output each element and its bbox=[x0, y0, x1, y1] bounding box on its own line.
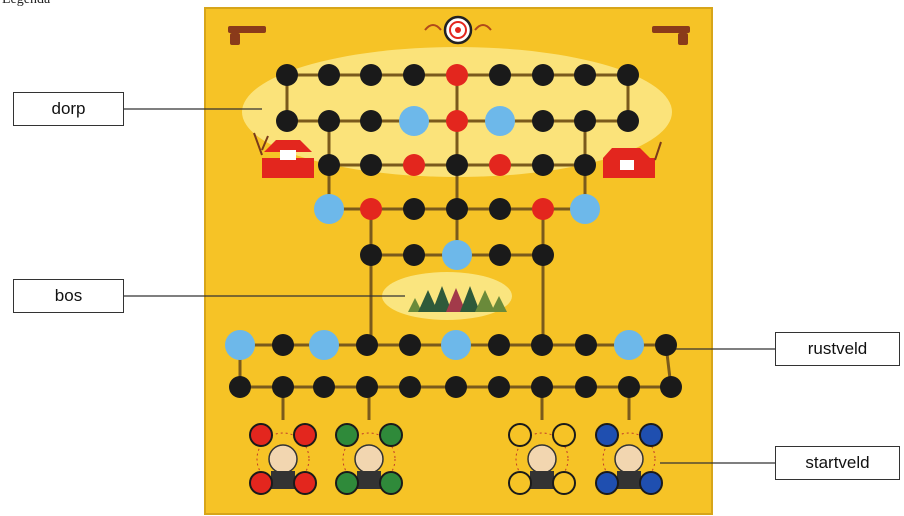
character-icon bbox=[528, 445, 556, 473]
rest-field bbox=[614, 330, 644, 360]
board-field bbox=[532, 64, 554, 86]
board-field bbox=[488, 334, 510, 356]
start-pawn bbox=[250, 472, 272, 494]
board-field bbox=[318, 64, 340, 86]
board-field bbox=[575, 334, 597, 356]
character-icon bbox=[355, 445, 383, 473]
rest-field bbox=[314, 194, 344, 224]
character-icon bbox=[269, 445, 297, 473]
board-field bbox=[276, 110, 298, 132]
board-field bbox=[531, 334, 553, 356]
label-bos: bos bbox=[13, 279, 124, 313]
start-pawn bbox=[596, 424, 618, 446]
board-field bbox=[229, 376, 251, 398]
board-field bbox=[488, 376, 510, 398]
board-field bbox=[532, 110, 554, 132]
board-field bbox=[574, 110, 596, 132]
label-rustveld: rustveld bbox=[775, 332, 900, 366]
start-pawn bbox=[294, 424, 316, 446]
start-pawn bbox=[553, 472, 575, 494]
start-pawn bbox=[640, 472, 662, 494]
rest-field bbox=[570, 194, 600, 224]
board-field bbox=[272, 376, 294, 398]
board-field bbox=[399, 376, 421, 398]
rest-field bbox=[399, 106, 429, 136]
label-dorp: dorp bbox=[13, 92, 124, 126]
start-pawn bbox=[596, 472, 618, 494]
board-field bbox=[360, 154, 382, 176]
start-pawn bbox=[336, 424, 358, 446]
board-field bbox=[531, 376, 553, 398]
board-field bbox=[360, 64, 382, 86]
label-startveld: startveld bbox=[775, 446, 900, 480]
start-pawn bbox=[509, 472, 531, 494]
rest-field bbox=[309, 330, 339, 360]
board-field bbox=[617, 110, 639, 132]
board-field bbox=[617, 64, 639, 86]
board-field bbox=[446, 110, 468, 132]
board-field bbox=[575, 376, 597, 398]
rest-field bbox=[442, 240, 472, 270]
board-field bbox=[532, 244, 554, 266]
start-pawn bbox=[553, 424, 575, 446]
board-field bbox=[446, 198, 468, 220]
board-field bbox=[403, 154, 425, 176]
board-field bbox=[618, 376, 640, 398]
start-pawn bbox=[294, 472, 316, 494]
board-field bbox=[446, 64, 468, 86]
board-field bbox=[318, 110, 340, 132]
board-field bbox=[489, 244, 511, 266]
start-pawn bbox=[250, 424, 272, 446]
start-pawn bbox=[336, 472, 358, 494]
character-icon bbox=[615, 445, 643, 473]
board-field bbox=[356, 334, 378, 356]
board-field bbox=[360, 110, 382, 132]
rest-field bbox=[485, 106, 515, 136]
board-field bbox=[399, 334, 421, 356]
board-field bbox=[356, 376, 378, 398]
board-field bbox=[272, 334, 294, 356]
board-field bbox=[313, 376, 335, 398]
rest-field bbox=[441, 330, 471, 360]
board-field bbox=[489, 64, 511, 86]
board-field bbox=[574, 64, 596, 86]
board-field bbox=[655, 334, 677, 356]
board-field bbox=[276, 64, 298, 86]
board-field bbox=[446, 154, 468, 176]
board-field bbox=[445, 376, 467, 398]
board-field bbox=[489, 198, 511, 220]
rest-field bbox=[225, 330, 255, 360]
board-field bbox=[318, 154, 340, 176]
start-pawn bbox=[380, 424, 402, 446]
start-pawn bbox=[509, 424, 531, 446]
board-field bbox=[403, 64, 425, 86]
start-pawn bbox=[640, 424, 662, 446]
board-field bbox=[660, 376, 682, 398]
board-field bbox=[360, 244, 382, 266]
board-field bbox=[403, 244, 425, 266]
board-field bbox=[532, 154, 554, 176]
board-field bbox=[532, 198, 554, 220]
board-field bbox=[489, 154, 511, 176]
board-field bbox=[360, 198, 382, 220]
board-field bbox=[574, 154, 596, 176]
start-pawn bbox=[380, 472, 402, 494]
board-field bbox=[403, 198, 425, 220]
